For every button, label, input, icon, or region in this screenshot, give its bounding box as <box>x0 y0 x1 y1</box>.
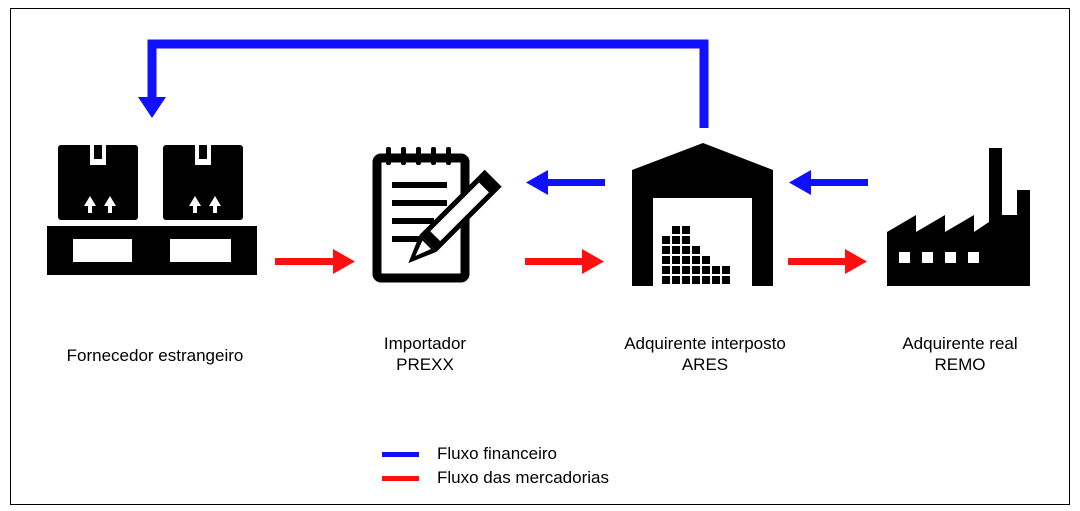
importer-code: PREXX <box>396 355 454 374</box>
legend-goods-label: Fluxo das mercadorias <box>437 468 609 487</box>
legend-financial-label: Fluxo financeiro <box>437 444 558 463</box>
intermediary-label: Adquirente interposto ARES <box>590 333 820 375</box>
intermediary-code: ARES <box>681 355 729 374</box>
notepad-pencil-icon <box>372 147 502 283</box>
buyer-name: Adquirente real <box>902 334 1018 353</box>
diagram-frame <box>10 8 1070 505</box>
goods-arrow-1 <box>275 249 355 274</box>
goods-arrow-3 <box>788 249 867 274</box>
buyer-code: REMO <box>934 355 986 374</box>
legend-financial-swatch <box>382 451 419 457</box>
financial-arrow-1 <box>526 170 605 195</box>
warehouse-icon <box>632 143 773 286</box>
supplier-label: Fornecedor estrangeiro <box>66 346 244 365</box>
goods-arrow-2 <box>525 249 604 274</box>
legend-financial: Fluxo financeiro <box>382 443 557 465</box>
financial-arrow-2 <box>789 170 868 195</box>
importer-label: Importador PREXX <box>345 333 505 375</box>
financial-loop-arrow <box>138 39 709 128</box>
intermediary-name: Adquirente interposto <box>624 334 786 353</box>
legend-goods: Fluxo das mercadorias <box>382 467 609 489</box>
pallet-boxes-icon <box>47 145 257 275</box>
importer-name: Importador <box>383 334 467 353</box>
buyer-label: Adquirente real REMO <box>875 333 1045 375</box>
legend-goods-swatch <box>382 475 419 481</box>
factory-icon <box>887 148 1030 286</box>
